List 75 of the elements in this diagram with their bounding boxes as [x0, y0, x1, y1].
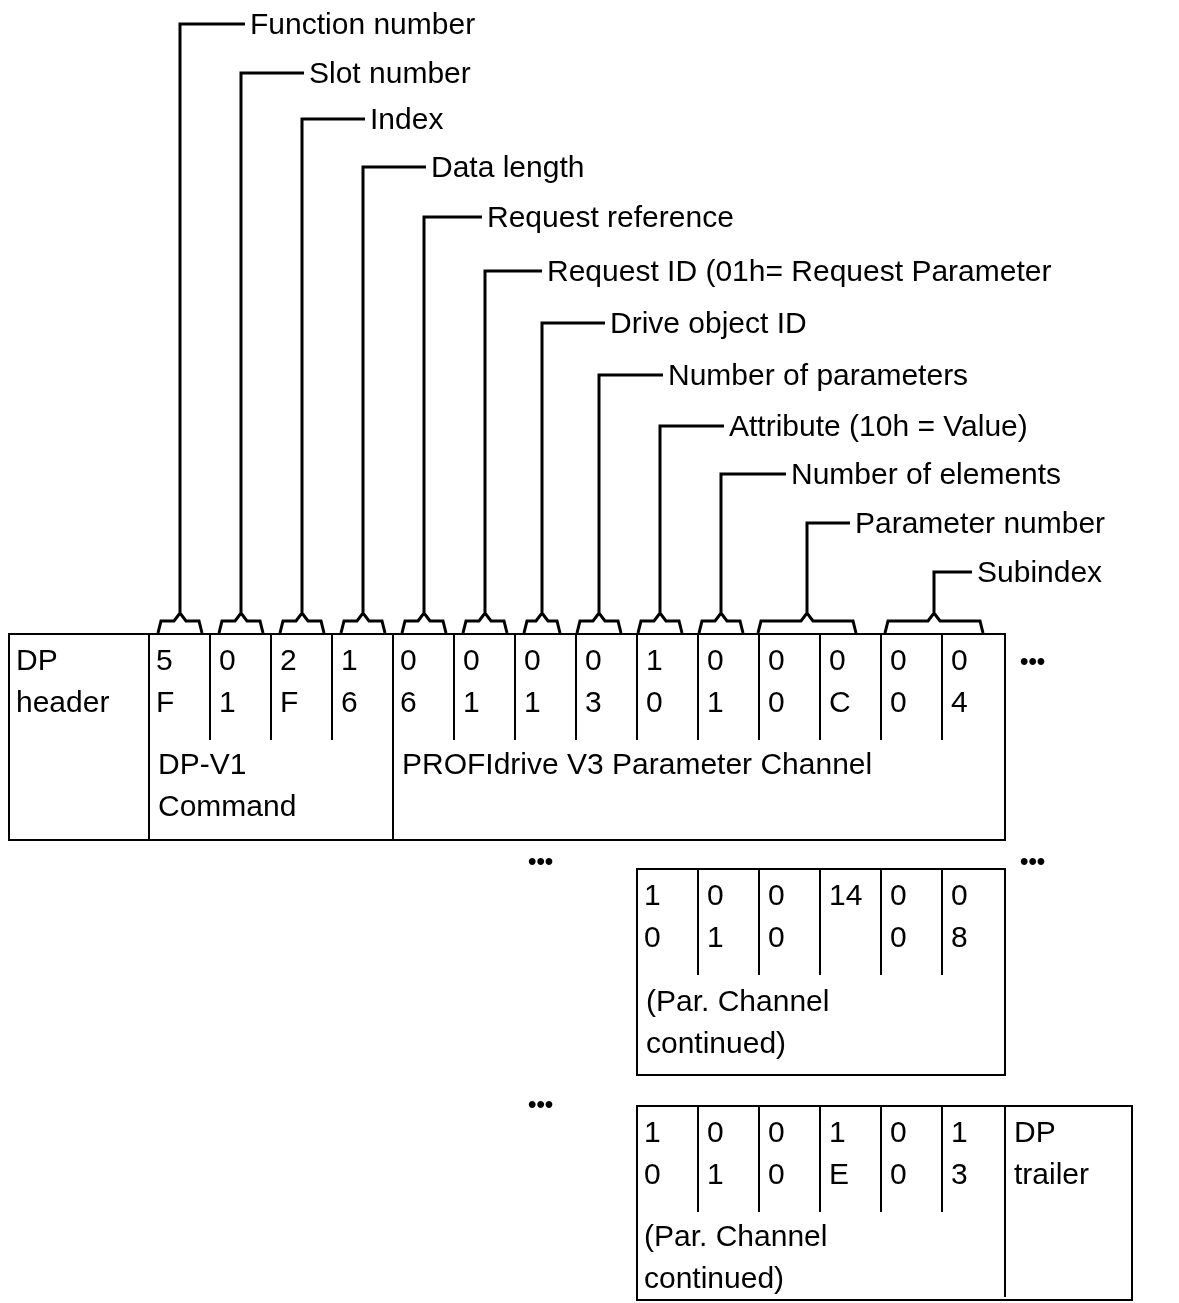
byte-value: 0 6	[400, 642, 417, 720]
byte-value: 2 F	[280, 642, 299, 720]
byte-value: 0 0	[890, 642, 907, 720]
section-label: (Par. Channel continued)	[644, 1218, 829, 1296]
byte-value: 14	[829, 877, 863, 913]
byte-value: 0 0	[890, 1114, 907, 1192]
byte-value: 0 1	[707, 877, 724, 955]
field-label: Function number	[250, 3, 476, 45]
telegram-frame	[8, 633, 1006, 841]
leader-line	[361, 165, 426, 612]
section-label: PROFIdrive V3 Parameter Channel	[402, 746, 873, 782]
byte-value: 1 E	[829, 1114, 849, 1192]
byte-value: 0 1	[707, 1114, 724, 1192]
byte-value: 0 1	[707, 642, 724, 720]
bracket	[401, 612, 447, 634]
field-label: DP trailer	[1014, 1114, 1089, 1192]
field-label: Drive object ID	[610, 302, 807, 344]
field-label: Number of elements	[791, 453, 1062, 495]
bracket	[698, 612, 744, 634]
section-label: (Par. Channel continued)	[646, 983, 831, 1061]
bracket	[757, 612, 857, 634]
field-label: Request reference	[487, 196, 734, 238]
bracket	[218, 612, 264, 634]
field-label: Index	[370, 98, 444, 140]
field-label: Slot number	[309, 52, 471, 94]
bracket	[462, 612, 508, 634]
continuation-dots: •••	[528, 1089, 554, 1119]
field-label: Data length	[431, 146, 585, 188]
leader-line	[178, 22, 245, 612]
byte-value: 1 0	[646, 642, 663, 720]
byte-value: 1 0	[644, 1114, 661, 1192]
field-label: Number of parameters	[668, 354, 969, 396]
byte-value: 0 0	[768, 642, 785, 720]
bracket	[637, 612, 683, 634]
field-label: Request ID (01h= Request Parameter	[547, 250, 1052, 292]
bracket	[523, 612, 561, 634]
byte-value: 0 1	[463, 642, 480, 720]
byte-value: 1 3	[951, 1114, 968, 1192]
bracket	[884, 612, 984, 634]
leader-line	[239, 71, 304, 612]
byte-value: 0 8	[951, 877, 968, 955]
telegram-frame	[636, 1105, 1133, 1301]
continuation-dots: •••	[1020, 646, 1046, 676]
leader-line	[483, 269, 542, 612]
byte-value: 0 3	[585, 642, 602, 720]
leader-line	[719, 472, 786, 612]
leader-line	[932, 570, 972, 612]
leader-line	[805, 521, 850, 612]
section-label: DP-V1 Command	[158, 746, 297, 824]
byte-value: 1 6	[341, 642, 358, 720]
bracket	[279, 612, 325, 634]
bracket	[576, 612, 622, 634]
continuation-dots: •••	[1020, 846, 1046, 876]
byte-value: 0 1	[524, 642, 541, 720]
leader-line	[597, 373, 663, 612]
byte-value: 0 0	[768, 877, 785, 955]
field-label: Attribute (10h = Value)	[729, 405, 1028, 447]
leader-line	[422, 215, 482, 612]
leader-line	[300, 117, 365, 612]
leader-line	[540, 321, 605, 612]
bracket	[340, 612, 386, 634]
byte-value: 1 0	[644, 877, 661, 955]
byte-value: 5 F	[156, 642, 175, 720]
telegram-frame	[636, 868, 1006, 1076]
field-label: Parameter number	[855, 502, 1106, 544]
byte-value: 0 4	[951, 642, 968, 720]
bracket	[157, 612, 203, 634]
byte-value: 0 0	[890, 877, 907, 955]
continuation-dots: •••	[528, 846, 554, 876]
field-label: Subindex	[977, 551, 1103, 593]
byte-value: 0 C	[829, 642, 851, 720]
byte-value: 0 0	[768, 1114, 785, 1192]
leader-line	[658, 424, 724, 612]
field-label: DP header	[16, 642, 110, 720]
byte-value: 0 1	[219, 642, 236, 720]
